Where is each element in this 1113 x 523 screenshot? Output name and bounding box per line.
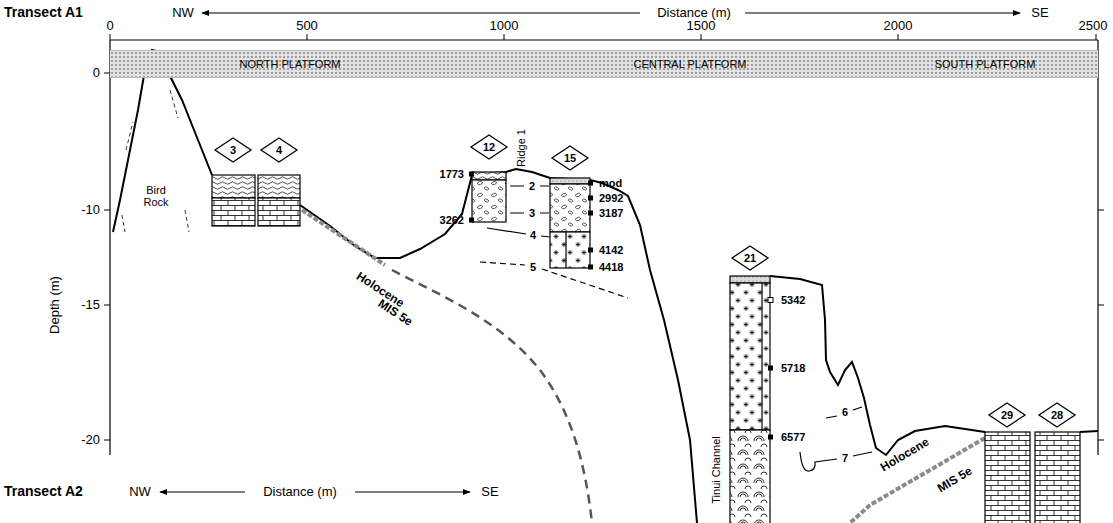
tick-label: 0 — [93, 66, 100, 80]
date-label: 5342 — [781, 294, 805, 306]
direction-label: NW — [129, 485, 151, 499]
platform-band: NORTH PLATFORM CENTRAL PLATFORM SOUTH PLAT… — [110, 50, 1098, 78]
sample-markers — [469, 172, 773, 440]
date-label: 6577 — [781, 431, 805, 443]
core-divider — [761, 283, 762, 430]
horizon-number: 2 — [528, 180, 536, 192]
date-label: 4142 — [599, 244, 623, 256]
core-shell-hash — [550, 232, 590, 268]
core-number-text: 15 — [564, 152, 576, 164]
direction-arrow — [745, 13, 1020, 14]
diamond-shape — [1039, 403, 1075, 427]
tick-label: -10 — [81, 203, 100, 217]
axis-title: Depth (m) — [48, 276, 62, 334]
tick-label: 1000 — [490, 19, 519, 33]
tick-label: -20 — [81, 433, 100, 447]
date-label: 4418 — [599, 261, 623, 273]
core-gravel — [472, 180, 506, 222]
date-label: mod — [599, 177, 622, 189]
core-limestone — [258, 198, 300, 226]
diamond-shape — [552, 146, 588, 170]
diamond-shape — [215, 138, 251, 162]
core-mud — [212, 175, 255, 198]
core-number: 4 — [260, 137, 298, 163]
direction-arrow — [160, 492, 245, 493]
core-number-text: 12 — [483, 141, 495, 153]
seabed-profile — [1080, 431, 1098, 432]
unit-label: MIS 5e — [935, 465, 974, 496]
seabed-profile — [770, 276, 985, 455]
feature-label: Bird Rock — [143, 184, 168, 208]
horizon-number: 7 — [841, 452, 849, 464]
tick-label: 0 — [106, 19, 113, 33]
tick-label: -15 — [81, 298, 100, 312]
date-label: 3187 — [599, 207, 623, 219]
date-label: 1773 — [440, 168, 464, 180]
core-shells — [730, 430, 770, 523]
horizon-number: 6 — [841, 406, 849, 418]
core-shell-hash — [730, 283, 770, 430]
date-label: 5718 — [781, 362, 805, 374]
panel-title: Transect A1 — [4, 5, 83, 20]
core-number-text: 21 — [744, 252, 756, 264]
diamond-shape — [732, 246, 768, 270]
core-limestone — [985, 432, 1030, 523]
core-limestone — [212, 198, 255, 226]
rock-fractures — [122, 90, 189, 232]
direction-label: SE — [481, 485, 498, 499]
tick-label: 500 — [296, 19, 318, 33]
core-number: 29 — [988, 402, 1026, 428]
core-gravel — [550, 184, 590, 232]
horizon-number: 4 — [529, 229, 537, 241]
diamond-shape — [471, 135, 507, 159]
diamond-shape — [261, 138, 297, 162]
platform-name: NORTH PLATFORM — [239, 58, 340, 70]
core-number-text: 29 — [1001, 409, 1013, 421]
direction-arrow — [202, 13, 640, 14]
horizon — [487, 228, 550, 237]
core-number: 21 — [731, 245, 769, 271]
tick-label: 1500 — [687, 19, 716, 33]
core-logs — [212, 172, 1080, 523]
direction-arrow — [355, 492, 470, 493]
core-mud — [472, 172, 506, 180]
unconformity — [302, 210, 385, 265]
axis-ticks — [110, 34, 1096, 40]
core-number: 15 — [551, 145, 589, 171]
core-divider — [565, 232, 566, 268]
core-number-text: 28 — [1051, 409, 1063, 421]
core-top — [730, 276, 770, 283]
direction-label: NW — [172, 6, 194, 20]
platform-name: CENTRAL PLATFORM — [633, 58, 746, 70]
horizon-number: 5 — [529, 261, 537, 273]
horizon-number: 3 — [528, 207, 536, 219]
date-label: 3262 — [440, 214, 464, 226]
core-number: 3 — [214, 137, 252, 163]
date-label: 2992 — [599, 192, 623, 204]
core-limestone — [1035, 432, 1080, 523]
core-number: 28 — [1038, 402, 1076, 428]
seabed-profile — [300, 169, 697, 523]
core-number-text: 3 — [230, 144, 236, 156]
core-top — [550, 178, 590, 184]
axis-title: Distance (m) — [263, 485, 337, 499]
tick-label: 2000 — [884, 19, 913, 33]
direction-label: SE — [1031, 6, 1048, 20]
feature-label: Tinui Channel — [710, 436, 722, 503]
tick-label: 2500 — [1079, 19, 1108, 33]
core-number: 12 — [470, 134, 508, 160]
axis-ticks — [104, 73, 1104, 440]
panel-title: Transect A2 — [4, 484, 83, 499]
horizon — [800, 452, 872, 471]
core-mud — [258, 175, 300, 198]
core-number-text: 4 — [276, 144, 282, 156]
platform-name: SOUTH PLATFORM — [935, 58, 1036, 70]
diamond-shape — [989, 403, 1025, 427]
axis-frame — [110, 40, 1098, 455]
unconformity-dashed — [392, 270, 592, 523]
feature-label: Ridge 1 — [515, 129, 527, 167]
